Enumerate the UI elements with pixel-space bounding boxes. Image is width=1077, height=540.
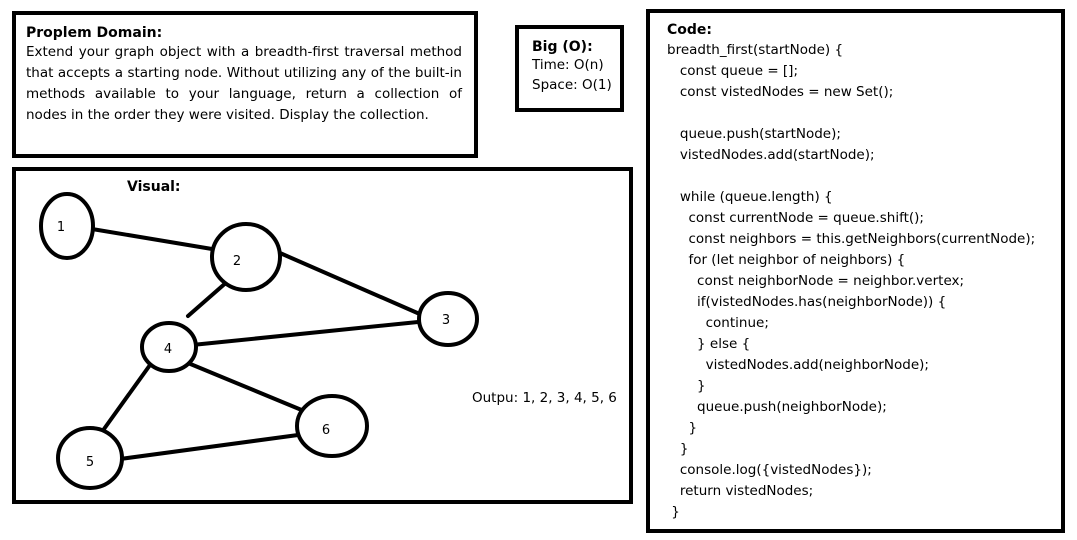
edge-5-6 [118, 433, 300, 461]
space-complexity: Space: O(1) [532, 77, 612, 93]
code-line: const neighbors = this.getNeighbors(curr… [667, 231, 1036, 247]
node-3-circle [417, 291, 479, 347]
edge-4-3 [190, 320, 420, 347]
code-block: breadth_first(startNode) { const queue =… [667, 40, 1053, 523]
code-line: continue; [667, 315, 769, 331]
code-line: queue.push(neighborNode); [667, 399, 887, 415]
node-1-circle [39, 192, 95, 260]
code-line: vistedNodes.add(neighborNode); [667, 357, 929, 373]
visual-title: Visual: [127, 179, 181, 195]
code-line: } [667, 378, 706, 394]
node-2-label: 2 [233, 254, 241, 269]
big-o-panel: Big (O): Time: O(n) Space: O(1) [515, 25, 624, 112]
node-6-circle [295, 394, 369, 458]
code-title: Code: [667, 22, 713, 38]
code-line: return vistedNodes; [667, 483, 814, 499]
edge-2-4 [186, 279, 230, 318]
graph-diagram: 1 2 3 4 5 6 [39, 192, 479, 490]
edge-1-2 [90, 227, 214, 251]
problem-domain-text: Extend your graph object with a breadth-… [26, 44, 462, 123]
node-3-label: 3 [442, 313, 450, 328]
code-line: const currentNode = queue.shift(); [667, 210, 924, 226]
edge-2-3 [278, 251, 424, 317]
code-line [667, 103, 1053, 124]
node-4-circle [140, 321, 198, 373]
code-line: } [667, 441, 689, 457]
node-2-circle [210, 222, 282, 292]
problem-domain-panel: Proplem Domain: Extend your graph object… [12, 11, 478, 158]
code-line: for (let neighbor of neighbors) { [667, 252, 906, 268]
code-line: } [667, 420, 698, 436]
edge-4-6 [186, 361, 306, 413]
code-line: const neighborNode = neighbor.vertex; [667, 273, 965, 289]
time-complexity: Time: O(n) [532, 57, 604, 73]
node-5-label: 5 [86, 455, 94, 470]
code-line: vistedNodes.add(startNode); [667, 147, 875, 163]
code-line: const queue = []; [667, 63, 798, 79]
edge-4-5 [102, 363, 152, 431]
code-line: const vistedNodes = new Set(); [667, 84, 894, 100]
node-1-label: 1 [57, 220, 65, 235]
code-line: console.log({vistedNodes}); [667, 462, 872, 478]
problem-domain-title: Proplem Domain: [26, 25, 163, 41]
node-4-label: 4 [164, 342, 172, 357]
node-6-label: 6 [322, 423, 330, 438]
code-line: } [667, 504, 680, 520]
node-5-circle [56, 426, 124, 490]
code-line: if(vistedNodes.has(neighborNode)) { [667, 294, 947, 310]
output-text: Outpu: 1, 2, 3, 4, 5, 6 [472, 390, 617, 406]
code-line: queue.push(startNode); [667, 126, 841, 142]
code-line: while (queue.length) { [667, 189, 833, 205]
code-line: } else { [667, 336, 751, 352]
code-line [667, 166, 1053, 187]
visual-panel: 1 2 3 4 5 6 Visual: Outpu: 1, 2, 3, 4, 5… [12, 167, 633, 504]
code-panel: Code: breadth_first(startNode) { const q… [646, 9, 1065, 533]
big-o-title: Big (O): [532, 39, 593, 55]
code-line: breadth_first(startNode) { [667, 42, 844, 58]
